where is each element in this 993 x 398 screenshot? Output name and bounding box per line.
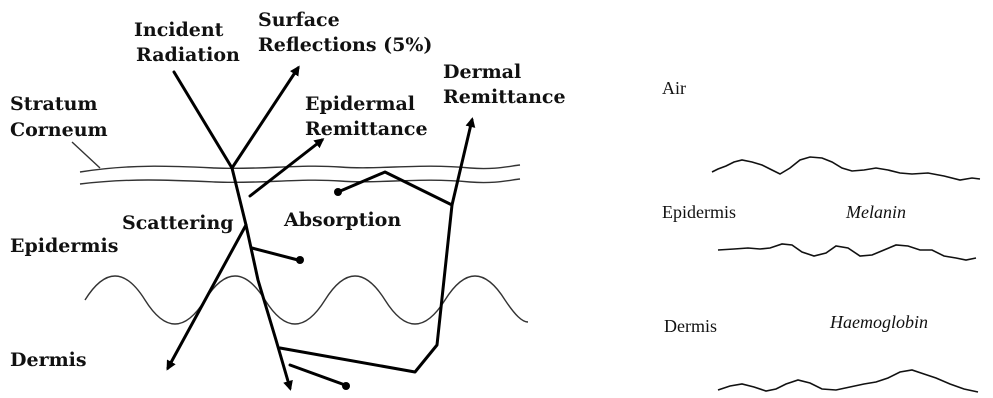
dermal-remittance-label: Dermal Remittance xyxy=(443,61,566,108)
haemoglobin-label: Haemoglobin xyxy=(829,312,928,332)
lower-absorption-branch xyxy=(290,365,345,385)
dermis-label: Dermis xyxy=(10,349,87,371)
surface-reflection-arrow xyxy=(232,68,298,168)
epidermis-dermis-boundary xyxy=(85,276,528,324)
air-label: Air xyxy=(662,78,686,98)
surface-reflections-label: Surface Reflections (5%) xyxy=(258,9,432,56)
absorption-point-dermis-upper xyxy=(296,256,304,264)
epidermal-absorption-path xyxy=(338,172,452,205)
dermis-layer-label: Dermis xyxy=(664,316,717,336)
air-epidermis-interface xyxy=(712,157,980,180)
light-skin-interaction-diagram: Incident Radiation Surface Reflections (… xyxy=(10,9,566,390)
scatter-branch xyxy=(252,248,298,260)
scattering-label: Scattering xyxy=(122,212,234,234)
epidermal-remittance-label: Epidermal Remittance xyxy=(305,93,428,140)
epidermis-dermis-interface xyxy=(718,244,976,260)
absorption-point-epidermis xyxy=(334,188,342,196)
melanin-label: Melanin xyxy=(845,202,906,222)
incident-radiation-label: Incident Radiation xyxy=(134,19,240,66)
scattering-arrow xyxy=(168,225,246,368)
stratum-corneum-lower-line xyxy=(80,179,520,184)
stratum-corneum-pointer xyxy=(72,142,100,168)
stratum-corneum-label: Stratum Corneum xyxy=(10,93,108,141)
skin-layer-model-diagram: Air Epidermis Melanin Dermis Haemoglobin xyxy=(662,78,980,392)
stratum-corneum-upper-line xyxy=(80,165,520,172)
epidermis-layer-label: Epidermis xyxy=(662,202,736,222)
refracted-ray xyxy=(232,168,290,388)
incident-radiation-ray xyxy=(174,72,232,168)
absorption-point-dermis-lower xyxy=(342,382,350,390)
dermal-remittance-path xyxy=(280,120,472,372)
absorption-label: Absorption xyxy=(283,209,401,231)
epidermis-label: Epidermis xyxy=(10,235,118,257)
dermis-lower-boundary xyxy=(718,370,978,392)
